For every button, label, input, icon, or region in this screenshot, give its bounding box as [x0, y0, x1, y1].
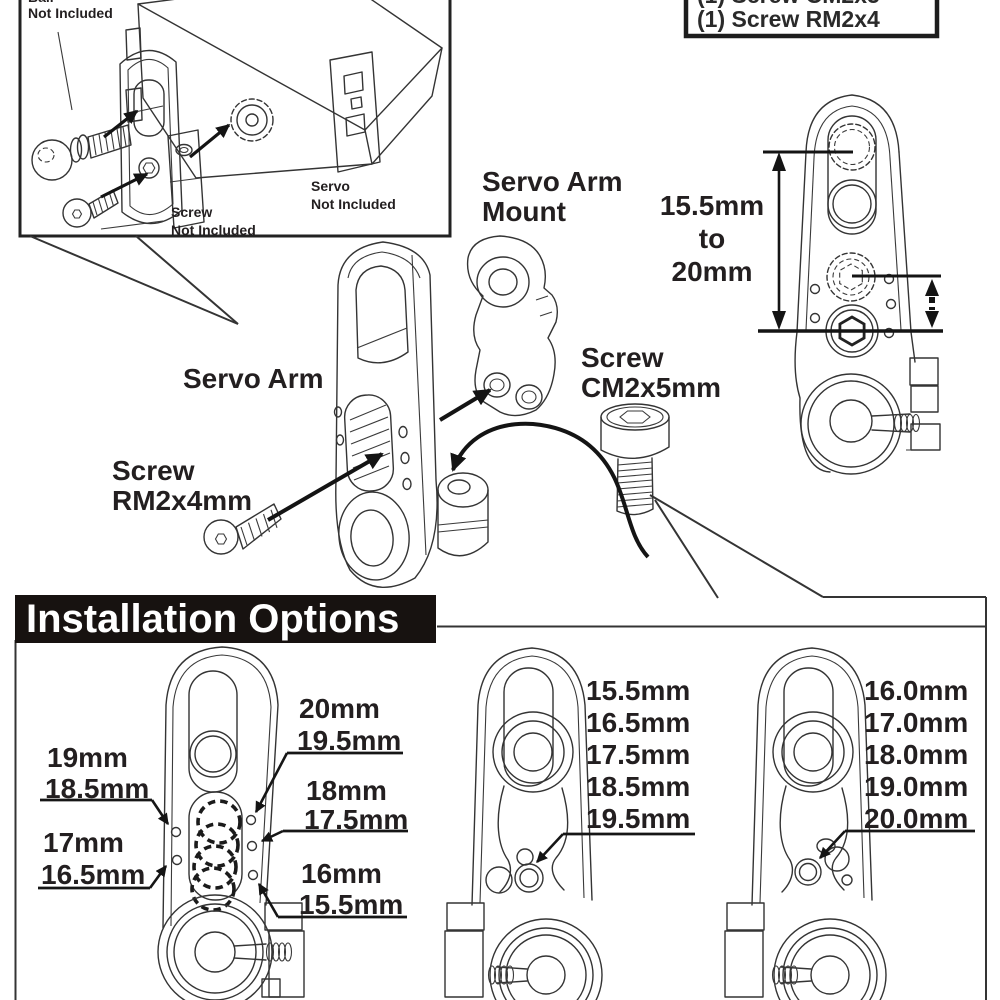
installation-box-border: [14, 494, 987, 1000]
servo-note-line1: Servo: [311, 178, 350, 194]
parts-list-line1: (1) Screw CM2x5: [697, 0, 880, 8]
opt1-label-17-5mm: 17.5mm: [304, 804, 409, 835]
mount-label-line2: Mount: [482, 196, 566, 228]
opt1-label-16mm: 16mm: [301, 858, 382, 889]
opt2-size-5: 19.5mm: [586, 803, 691, 834]
opt1-label-17mm: 17mm: [43, 827, 124, 858]
screw-note-line2: Not Included: [171, 222, 256, 239]
opt1-label-16-5mm: 16.5mm: [41, 859, 146, 890]
opt2-size-3: 17.5mm: [586, 739, 691, 770]
cm-label-line1: Screw: [581, 342, 664, 373]
rm-screw-drawing: [203, 503, 282, 555]
installation-options-header: Installation Options: [15, 595, 436, 643]
rm-label-line2: RM2x4mm: [112, 485, 253, 517]
opt1-label-18mm: 18mm: [306, 775, 387, 806]
dimension-range-label: 15.5mm to 20mm: [652, 189, 772, 288]
screw-note-line1: Screw: [171, 204, 213, 220]
parts-list-box: [683, 0, 940, 39]
ball-not-included-label: Not Included: [28, 5, 113, 21]
ball-label-cut: Ball: [28, 0, 54, 6]
dimension-range-value1: 15.5mm: [659, 190, 765, 221]
opt1-label-19mm: 19mm: [47, 742, 128, 773]
rm-label-line1: Screw: [112, 455, 195, 486]
opt1-label-20mm: 20mm: [299, 693, 380, 724]
servo-not-included-label: Servo Not Included: [311, 177, 396, 214]
servo-note-line2: Not Included: [311, 196, 396, 213]
servo-arm-label: Servo Arm: [183, 363, 324, 394]
arrow-rm-screw-to-arm: [266, 452, 384, 522]
screw-rm-label: Screw RM2x4mm: [112, 455, 253, 517]
leader-ball-note: [57, 31, 73, 111]
opt3-size-4: 19.0mm: [864, 771, 969, 802]
parts-list-line2: (1) Screw RM2x4: [697, 6, 880, 32]
arrow-mount-to-servo: [188, 123, 231, 159]
opt3-size-2: 17.0mm: [864, 707, 969, 738]
screw-cm-label: Screw CM2x5mm: [581, 342, 722, 404]
opt1-label-19-5mm: 19.5mm: [297, 725, 402, 756]
installed-arm-drawing: [119, 49, 205, 229]
cm-screw-drawing: [600, 403, 670, 516]
option1-arm-drawing: [38, 646, 408, 1000]
arrow-arm-to-mount: [438, 388, 492, 422]
opt3-size-5: 20.0mm: [864, 803, 969, 834]
screw-not-included-label: Screw Not Included: [171, 203, 256, 240]
arrow-screw-to-mount: [100, 172, 149, 199]
servo-arm-iso-drawing: [333, 241, 489, 588]
arrow-cm-screw-to-boss: [450, 421, 650, 559]
ball-screw-drawing: [31, 124, 132, 181]
opt2-size-1: 15.5mm: [586, 675, 691, 706]
opt2-size-4: 18.5mm: [586, 771, 691, 802]
opt3-size-3: 18.0mm: [864, 739, 969, 770]
arrow-ball-to-arm: [103, 109, 139, 139]
servo-arm-mount-drawing: [466, 235, 559, 417]
option2-arm-drawing: [444, 647, 695, 1000]
opt1-label-18-5mm: 18.5mm: [45, 773, 150, 804]
leader-screw-note: [100, 220, 164, 230]
cm-label-line2: CM2x5mm: [581, 372, 722, 404]
opt3-size-1: 16.0mm: [864, 675, 969, 706]
servo-body-drawing: [125, 0, 443, 179]
button-screw-drawing: [62, 189, 119, 228]
option3-arm-drawing: [724, 647, 975, 1000]
opt1-label-15-5mm: 15.5mm: [299, 889, 404, 920]
opt2-size-2: 16.5mm: [586, 707, 691, 738]
dimension-range-to: to: [698, 223, 726, 254]
dimension-arm-drawing: [758, 94, 943, 475]
dimension-range-value2: 20mm: [671, 256, 753, 287]
mount-label-line1: Servo Arm: [482, 166, 623, 197]
exploded-view-drawing: [18, 0, 452, 325]
installation-options-title: Installation Options: [26, 596, 400, 641]
servo-arm-mount-label: Servo Arm Mount: [482, 166, 623, 228]
